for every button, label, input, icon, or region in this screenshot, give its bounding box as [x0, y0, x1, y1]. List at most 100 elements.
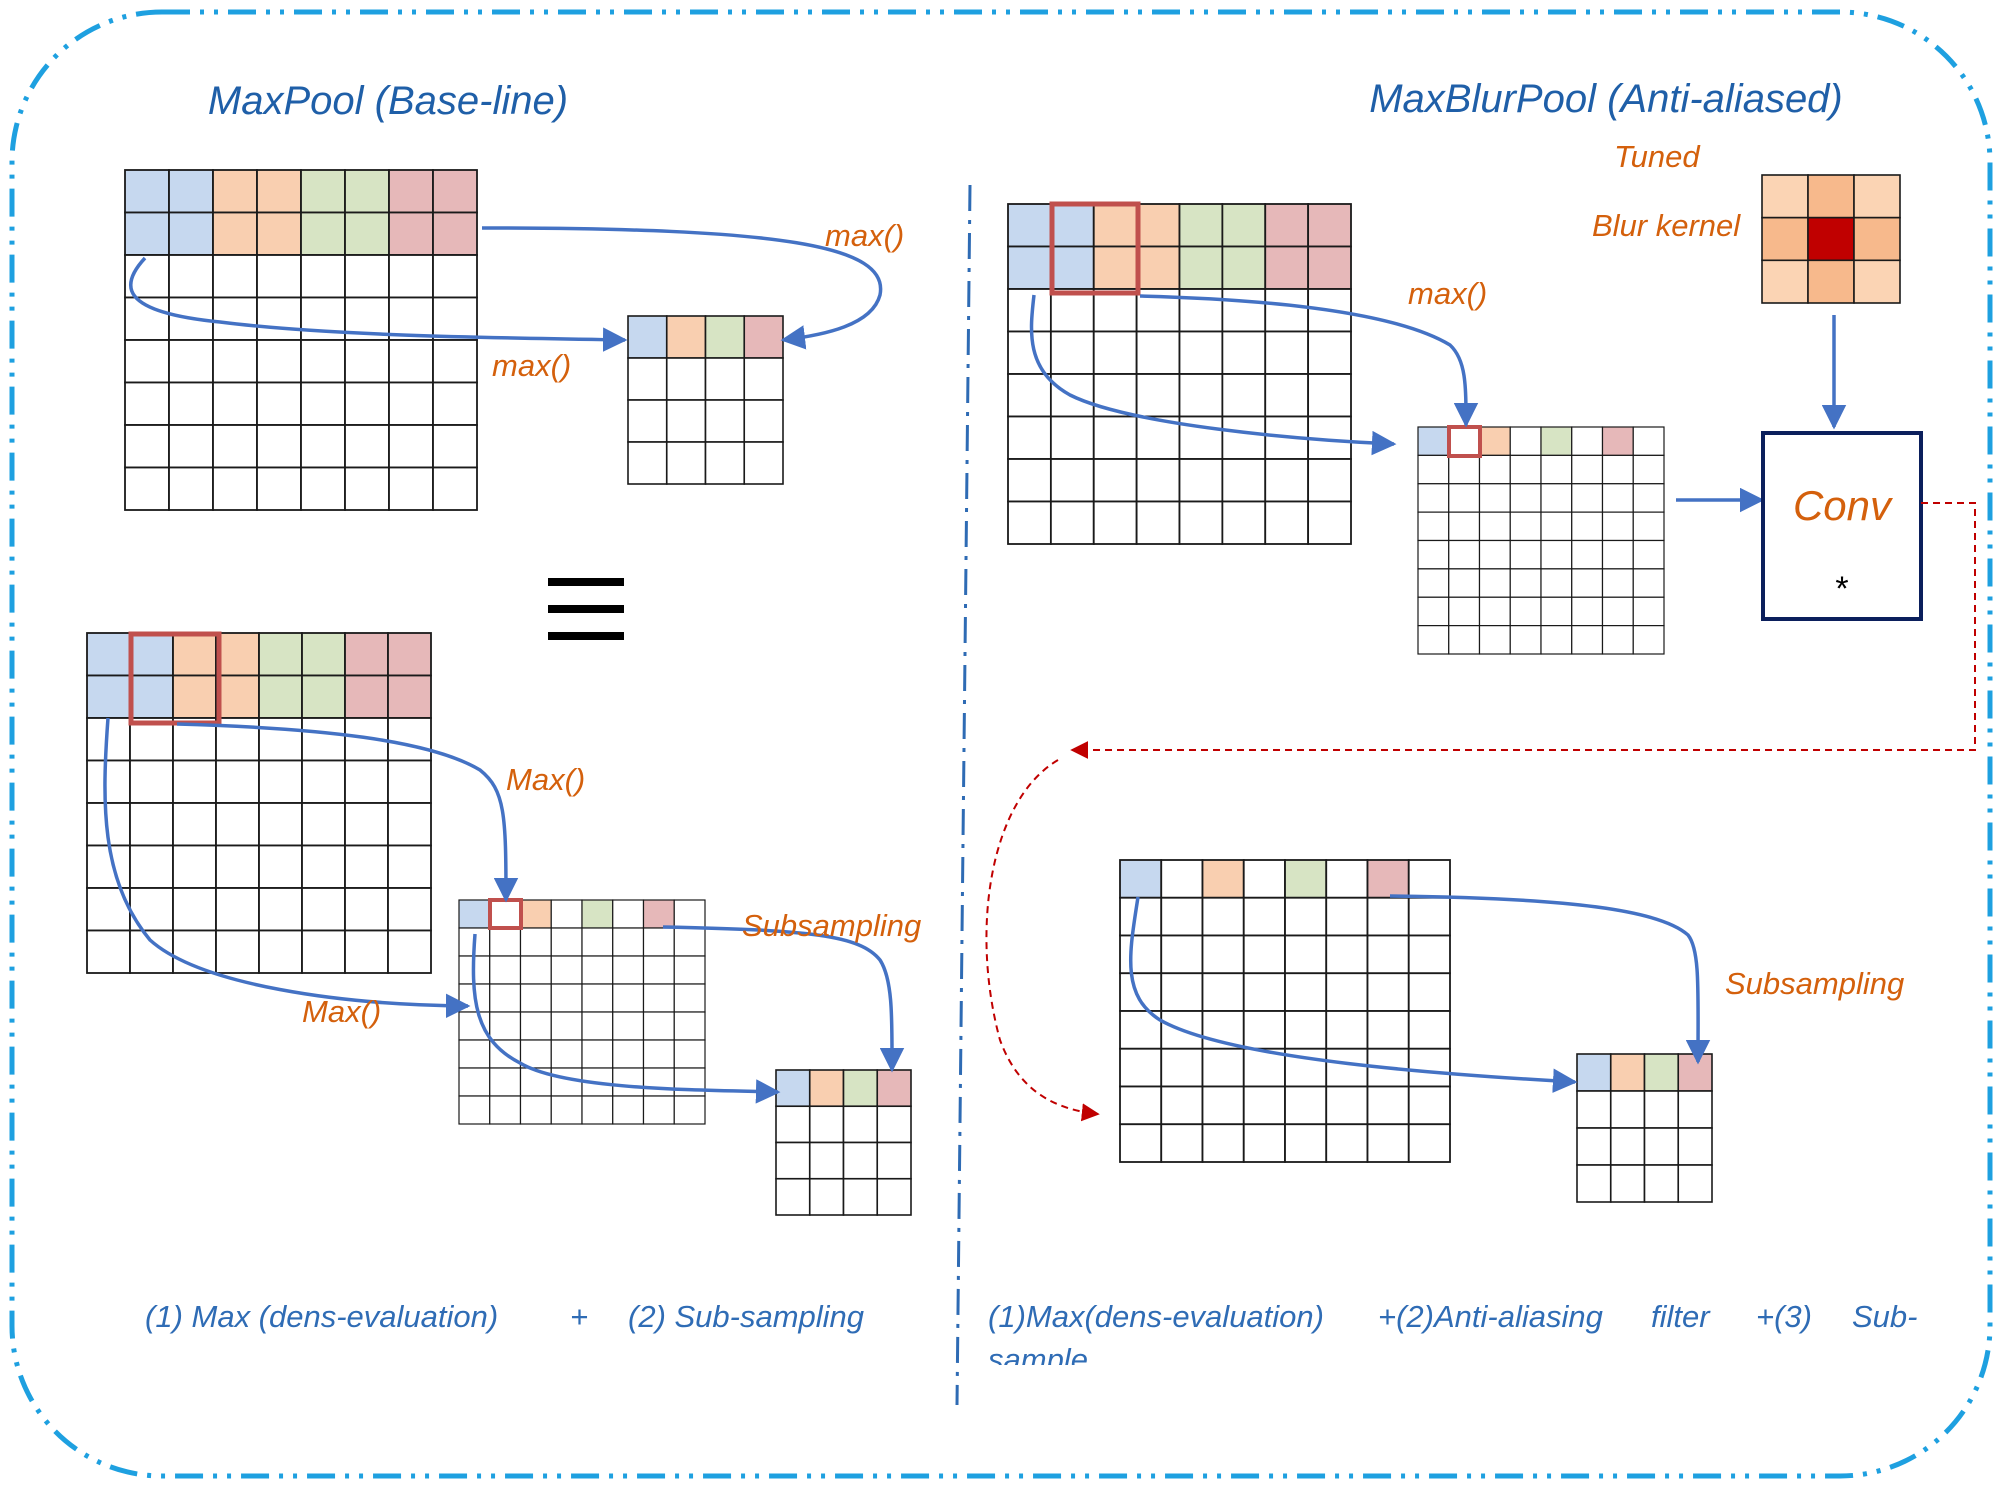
right-top-dense-grid-cell	[1478, 539, 1511, 570]
left-top-input-grid-cell	[388, 339, 434, 384]
left-top-output-grid-cell	[627, 315, 668, 359]
right-top-dense-grid-cell	[1540, 568, 1573, 598]
left-bottom-input-grid-cell	[215, 887, 260, 932]
bottom-max-label-1: Max()	[506, 762, 585, 797]
left-bottom-dense-grid-cell	[642, 983, 675, 1013]
right-top-input-grid-cell	[1307, 330, 1352, 375]
left-bottom-input-grid-cell	[301, 674, 346, 719]
right-top-dense-grid-cell	[1601, 454, 1634, 485]
right-bottom-blurred-grid-cell	[1119, 1047, 1163, 1088]
left-top-input-grid-cell	[344, 381, 390, 426]
right-bottom-blurred-grid-cell	[1407, 1123, 1451, 1163]
right-caption-word-4: +(3)	[1756, 1299, 1812, 1334]
right-top-dense-grid-cell	[1478, 426, 1511, 456]
left-bottom-output-grid-cell	[775, 1141, 811, 1180]
left-top-output-grid-cell	[704, 357, 746, 401]
left-bottom-output-grid-cell	[808, 1105, 845, 1144]
right-bottom-blurred-grid-cell	[1366, 934, 1410, 975]
left-top-input-grid-cell	[168, 211, 214, 256]
left-top-input-grid-cell	[212, 339, 258, 384]
right-top-input-grid-cell	[1007, 415, 1052, 460]
left-subsampling-label: Subsampling	[742, 908, 921, 943]
left-bottom-input-grid-cell	[215, 844, 260, 889]
left-top-input-grid-cell	[300, 211, 346, 256]
right-bottom-output-grid-cell	[1609, 1090, 1646, 1129]
right-top-input-grid-cell	[1049, 330, 1095, 375]
left-top-input-grid-cell	[124, 169, 170, 214]
right-top-dense-grid-cell	[1632, 596, 1665, 627]
left-bottom-dense-grid-cell	[612, 927, 645, 957]
blur-kernel-grid-cell	[1853, 174, 1901, 219]
left-top-input-grid-cell	[168, 169, 214, 214]
left-top-input-grid-cell	[300, 424, 346, 469]
right-bottom-output-grid-cell	[1643, 1127, 1680, 1166]
left-bottom-input-grid-cell	[129, 802, 174, 847]
right-top-dense-grid-cell	[1478, 596, 1511, 627]
left-bottom-input-grid-cell	[86, 632, 131, 677]
right-top-input-grid-cell	[1092, 415, 1138, 460]
right-bottom-blurred-grid-cell	[1119, 1123, 1163, 1163]
left-bottom-output-grid-cell	[775, 1105, 811, 1144]
left-bottom-output-grid-cell	[876, 1069, 912, 1108]
right-bottom-blurred-grid-cell	[1119, 896, 1163, 937]
left-bottom-dense-grid-cell	[489, 1011, 522, 1041]
left-top-input-grid-cell	[344, 254, 390, 299]
right-top-input-grid-cell	[1135, 373, 1181, 418]
right-top-dense-grid-cell	[1601, 568, 1634, 598]
left-bottom-dense-grid-cell	[550, 899, 583, 929]
right-bottom-blurred-grid-cell	[1242, 1085, 1286, 1126]
left-top-input-grid-cell	[256, 339, 302, 384]
left-bottom-input-grid-cell	[301, 759, 346, 804]
right-top-dense-grid-cell	[1632, 539, 1665, 570]
left-bottom-dense-grid-cell	[642, 927, 675, 957]
left-top-input-grid-cell	[168, 254, 214, 299]
right-top-input-grid-cell	[1178, 500, 1224, 545]
left-top-input-grid	[124, 169, 478, 511]
left-bottom-dense-grid-cell	[458, 1095, 491, 1125]
left-bottom-dense-grid-cell	[612, 1067, 645, 1097]
right-top-dense-grid-cell	[1601, 483, 1634, 513]
right-bottom-output-grid-cell	[1576, 1090, 1612, 1129]
right-top-dense-grid-cell	[1571, 426, 1604, 456]
right-bottom-blurred-grid-cell	[1366, 859, 1410, 899]
right-top-dense-grid-cell	[1540, 539, 1573, 570]
left-bottom-input-grid-cell	[301, 632, 346, 677]
left-bottom-input-grid-cell	[387, 717, 432, 762]
left-bottom-input-grid-cell	[129, 632, 174, 677]
left-bottom-input-grid-cell	[258, 717, 303, 762]
left-top-output-grid-cell	[665, 357, 707, 401]
right-top-dense-grid-cell	[1478, 454, 1511, 485]
right-bottom-blurred-grid-cell	[1201, 972, 1245, 1012]
right-bottom-blurred-grid-cell	[1242, 1123, 1286, 1163]
right-bottom-blurred-grid-cell	[1119, 859, 1163, 899]
left-top-input-grid-cell	[432, 466, 478, 511]
left-bottom-input-grid-cell	[172, 844, 217, 889]
right-top-input-grid-cell	[1178, 330, 1224, 375]
right-top-input-grid-cell	[1135, 330, 1181, 375]
right-top-input-grid-cell	[1307, 245, 1352, 290]
left-caption-part2: (2) Sub-sampling	[628, 1299, 864, 1334]
right-bottom-blurred-grid-cell	[1242, 859, 1286, 899]
left-bottom-input-grid-cell	[258, 844, 303, 889]
left-bottom-input-grid-cell	[172, 887, 217, 932]
right-bottom-blurred-grid-cell	[1325, 1085, 1369, 1126]
blur-kernel-label: Blur kernel	[1592, 208, 1741, 243]
left-top-output-grid-cell	[743, 441, 784, 485]
right-bottom-blurred-grid-cell	[1325, 859, 1369, 899]
right-top-input-grid-cell	[1264, 288, 1310, 333]
right-top-input-grid-cell	[1264, 458, 1310, 503]
left-bottom-input-grid-cell	[258, 929, 303, 974]
left-bottom-dense-grid-cell	[550, 955, 583, 985]
left-bottom-input-grid-cell	[387, 674, 432, 719]
left-top-input-grid-cell	[432, 169, 478, 214]
right-top-input-grid-cell	[1092, 458, 1138, 503]
left-bottom-input-grid-cell	[258, 632, 303, 677]
left-top-input-grid-cell	[256, 169, 302, 214]
right-bottom-blurred-grid-cell	[1325, 1123, 1369, 1163]
left-top-input-grid-cell	[300, 254, 346, 299]
right-top-dense-grid-cell	[1571, 625, 1604, 655]
right-top-dense-grid-cell	[1478, 511, 1511, 542]
left-bottom-input-grid-cell	[129, 844, 174, 889]
right-top-dense-grid-cell	[1417, 483, 1450, 513]
